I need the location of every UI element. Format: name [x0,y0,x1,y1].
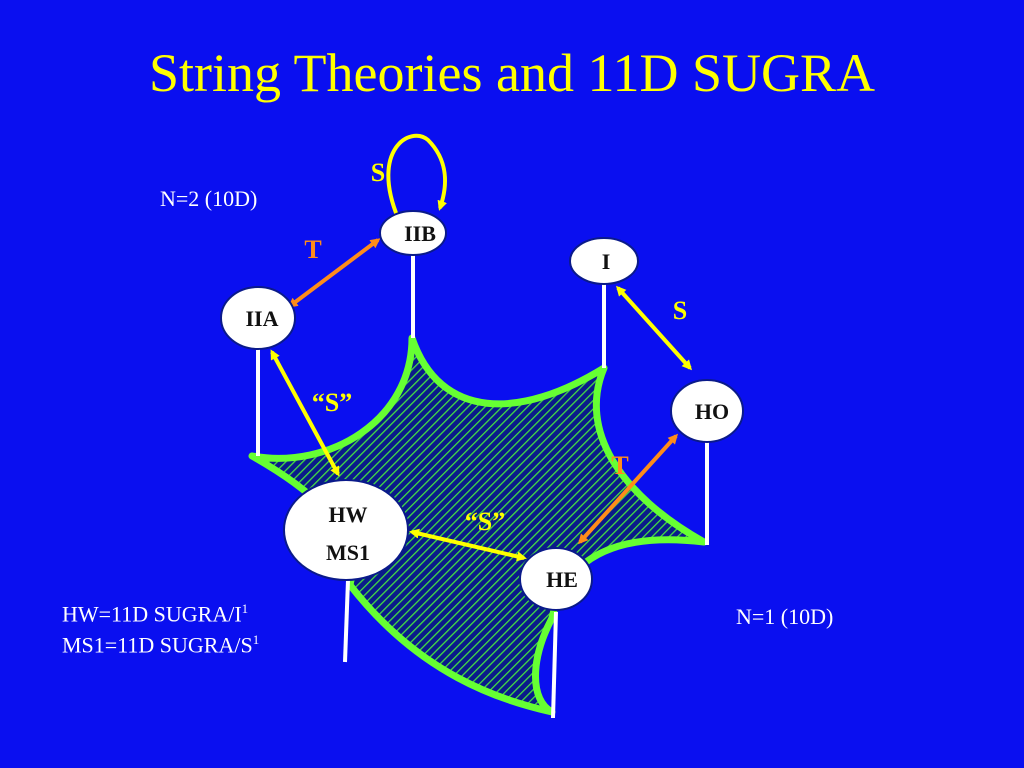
s-quote-arrow-iia-hw [270,349,340,477]
node-iib: IIB [379,210,447,256]
label-n2-10d: N=2 (10D) [160,186,258,211]
node-i-label: I [602,249,611,274]
label-n1-10d: N=1 (10D) [736,604,834,629]
node-iib-label: IIB [404,221,436,246]
slide-title: String Theories and 11D SUGRA [149,43,875,103]
node-he: HE [519,547,593,611]
node-hw-ms1: HW MS1 [283,479,409,581]
moduli-space-region [248,334,708,716]
stem-hw [343,579,350,663]
label-s-quote-iia-hw: “S” [312,388,352,417]
node-he-label: HE [546,567,578,592]
node-ms1-label: MS1 [326,540,370,565]
node-iia-label: IIA [245,306,278,331]
node-hw-label: HW [328,502,367,527]
definition-hw: HW=11D SUGRA/I1 [62,601,249,627]
s-quote-arrow-hw-he [409,528,527,562]
node-i: I [569,237,639,285]
label-t-ho-he: T [611,451,628,480]
label-s-quote-hw-he: “S” [465,507,505,536]
s-arrow-i-ho [615,285,693,371]
stem-he [551,611,558,719]
t-arrow-iia-iib [287,238,381,308]
definition-ms1: MS1=11D SUGRA/S1 [62,632,260,658]
label-s-i-ho: S [673,296,687,325]
s-self-arrow-iib [386,133,448,219]
t-arrow-ho-he [577,433,679,545]
node-ho: HO [670,379,744,443]
node-iia: IIA [220,286,296,350]
node-ho-label: HO [695,399,729,424]
definitions: HW=11D SUGRA/I1 MS1=11D SUGRA/S1 [62,596,259,659]
label-s-self: S [371,158,385,187]
label-t-iia-iib: T [304,235,321,264]
